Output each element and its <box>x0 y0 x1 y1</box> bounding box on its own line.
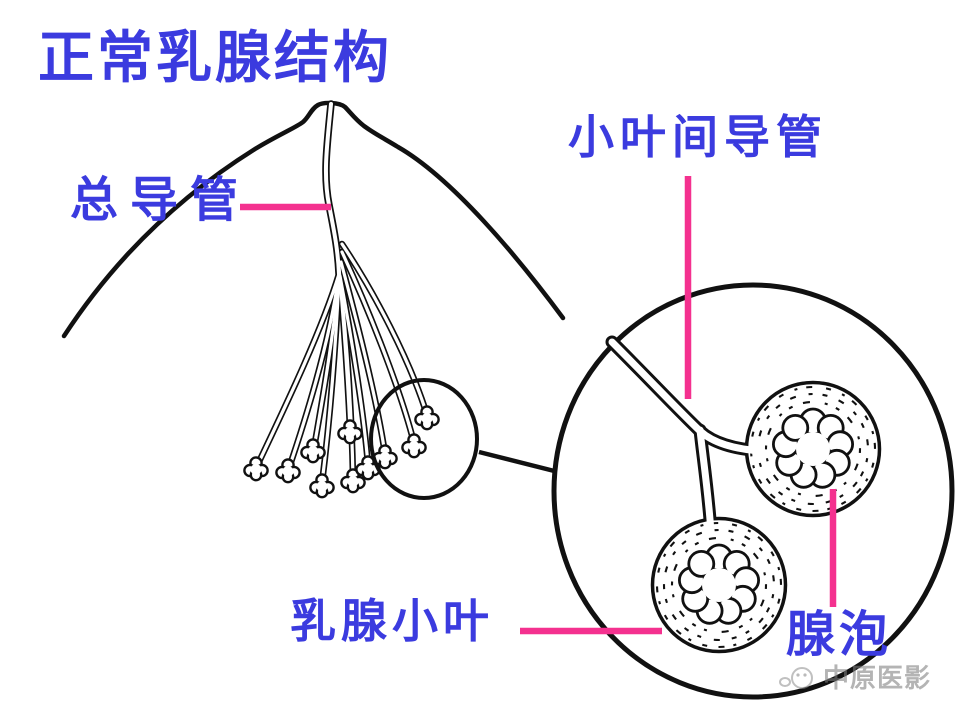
chick-logo-icon <box>779 666 813 689</box>
label-main-duct: 总导管 <box>70 172 251 228</box>
label-breast-lobule: 乳腺小叶 <box>290 594 494 648</box>
page-title: 正常乳腺结构 <box>38 25 392 91</box>
label-interlobular-duct: 小叶间导管 <box>568 110 828 164</box>
watermark: 中原医影 <box>778 658 931 695</box>
watermark-text: 中原医影 <box>823 664 932 694</box>
label-acinus: 腺泡 <box>786 605 893 663</box>
magnifier-circle <box>369 378 479 500</box>
duct-tree-lumens <box>255 102 429 485</box>
pointer-lines <box>240 176 837 635</box>
